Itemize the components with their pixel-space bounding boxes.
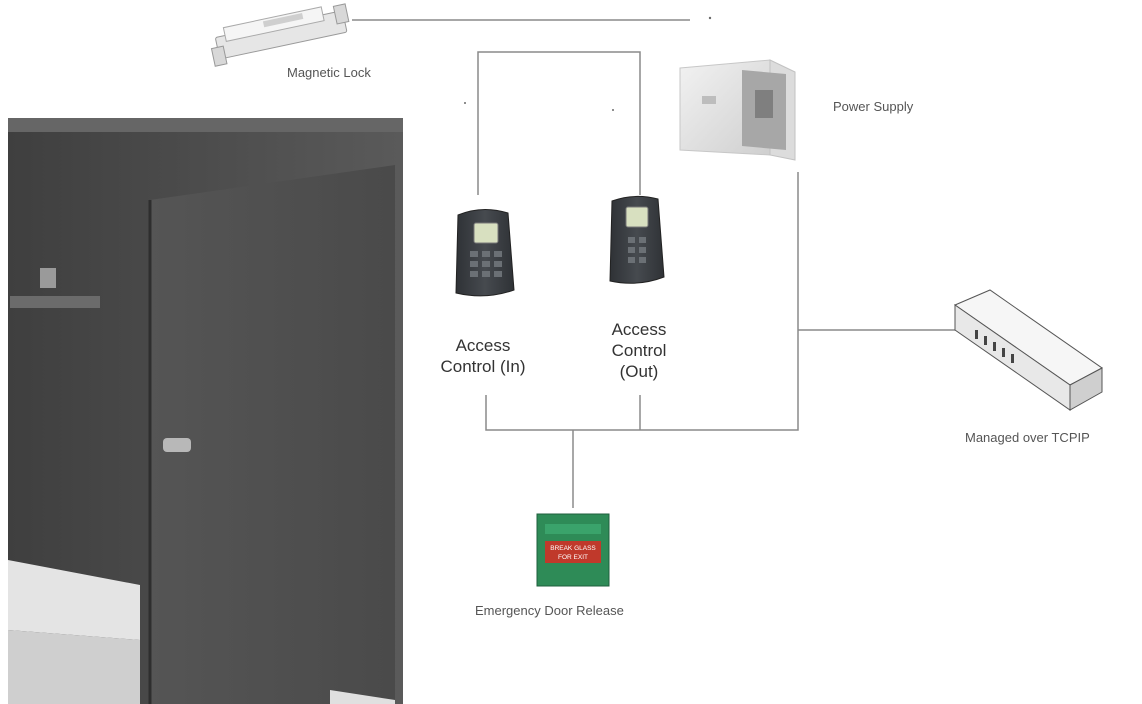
access-in-line-2: Control (In) — [440, 357, 526, 376]
managed-label: Managed over TCPIP — [965, 430, 1090, 445]
access-out-line-3: (Out) — [619, 362, 659, 381]
door-photo — [8, 118, 403, 704]
wire-bottom-bus — [485, 172, 799, 431]
access-out-label: Access Control (Out) — [594, 319, 684, 382]
access-out-line-1: Access — [611, 320, 667, 339]
emergency-release-icon: BREAK GLASS FOR EXIT — [536, 513, 610, 587]
release-plate-text-1: BREAK GLASS — [550, 545, 596, 552]
access-reader-icon — [455, 209, 515, 297]
network-switch-icon — [953, 289, 1103, 411]
magnetic-lock-icon — [210, 3, 350, 67]
power-supply-label: Power Supply — [833, 99, 914, 114]
power-supply-icon — [679, 59, 796, 161]
magnetic-lock-label: Magnetic Lock — [287, 65, 371, 80]
emergency-label: Emergency Door Release — [475, 603, 624, 618]
access-in-label: Access Control (In) — [428, 335, 538, 377]
wire-lock-loop — [477, 51, 641, 195]
wiring — [352, 19, 955, 508]
release-plate-text-2: FOR EXIT — [558, 554, 588, 561]
access-in-line-1: Access — [455, 336, 511, 355]
access-out-line-2: Control — [611, 341, 667, 360]
access-reader-icon — [609, 195, 665, 284]
wire-marks — [464, 16, 712, 111]
